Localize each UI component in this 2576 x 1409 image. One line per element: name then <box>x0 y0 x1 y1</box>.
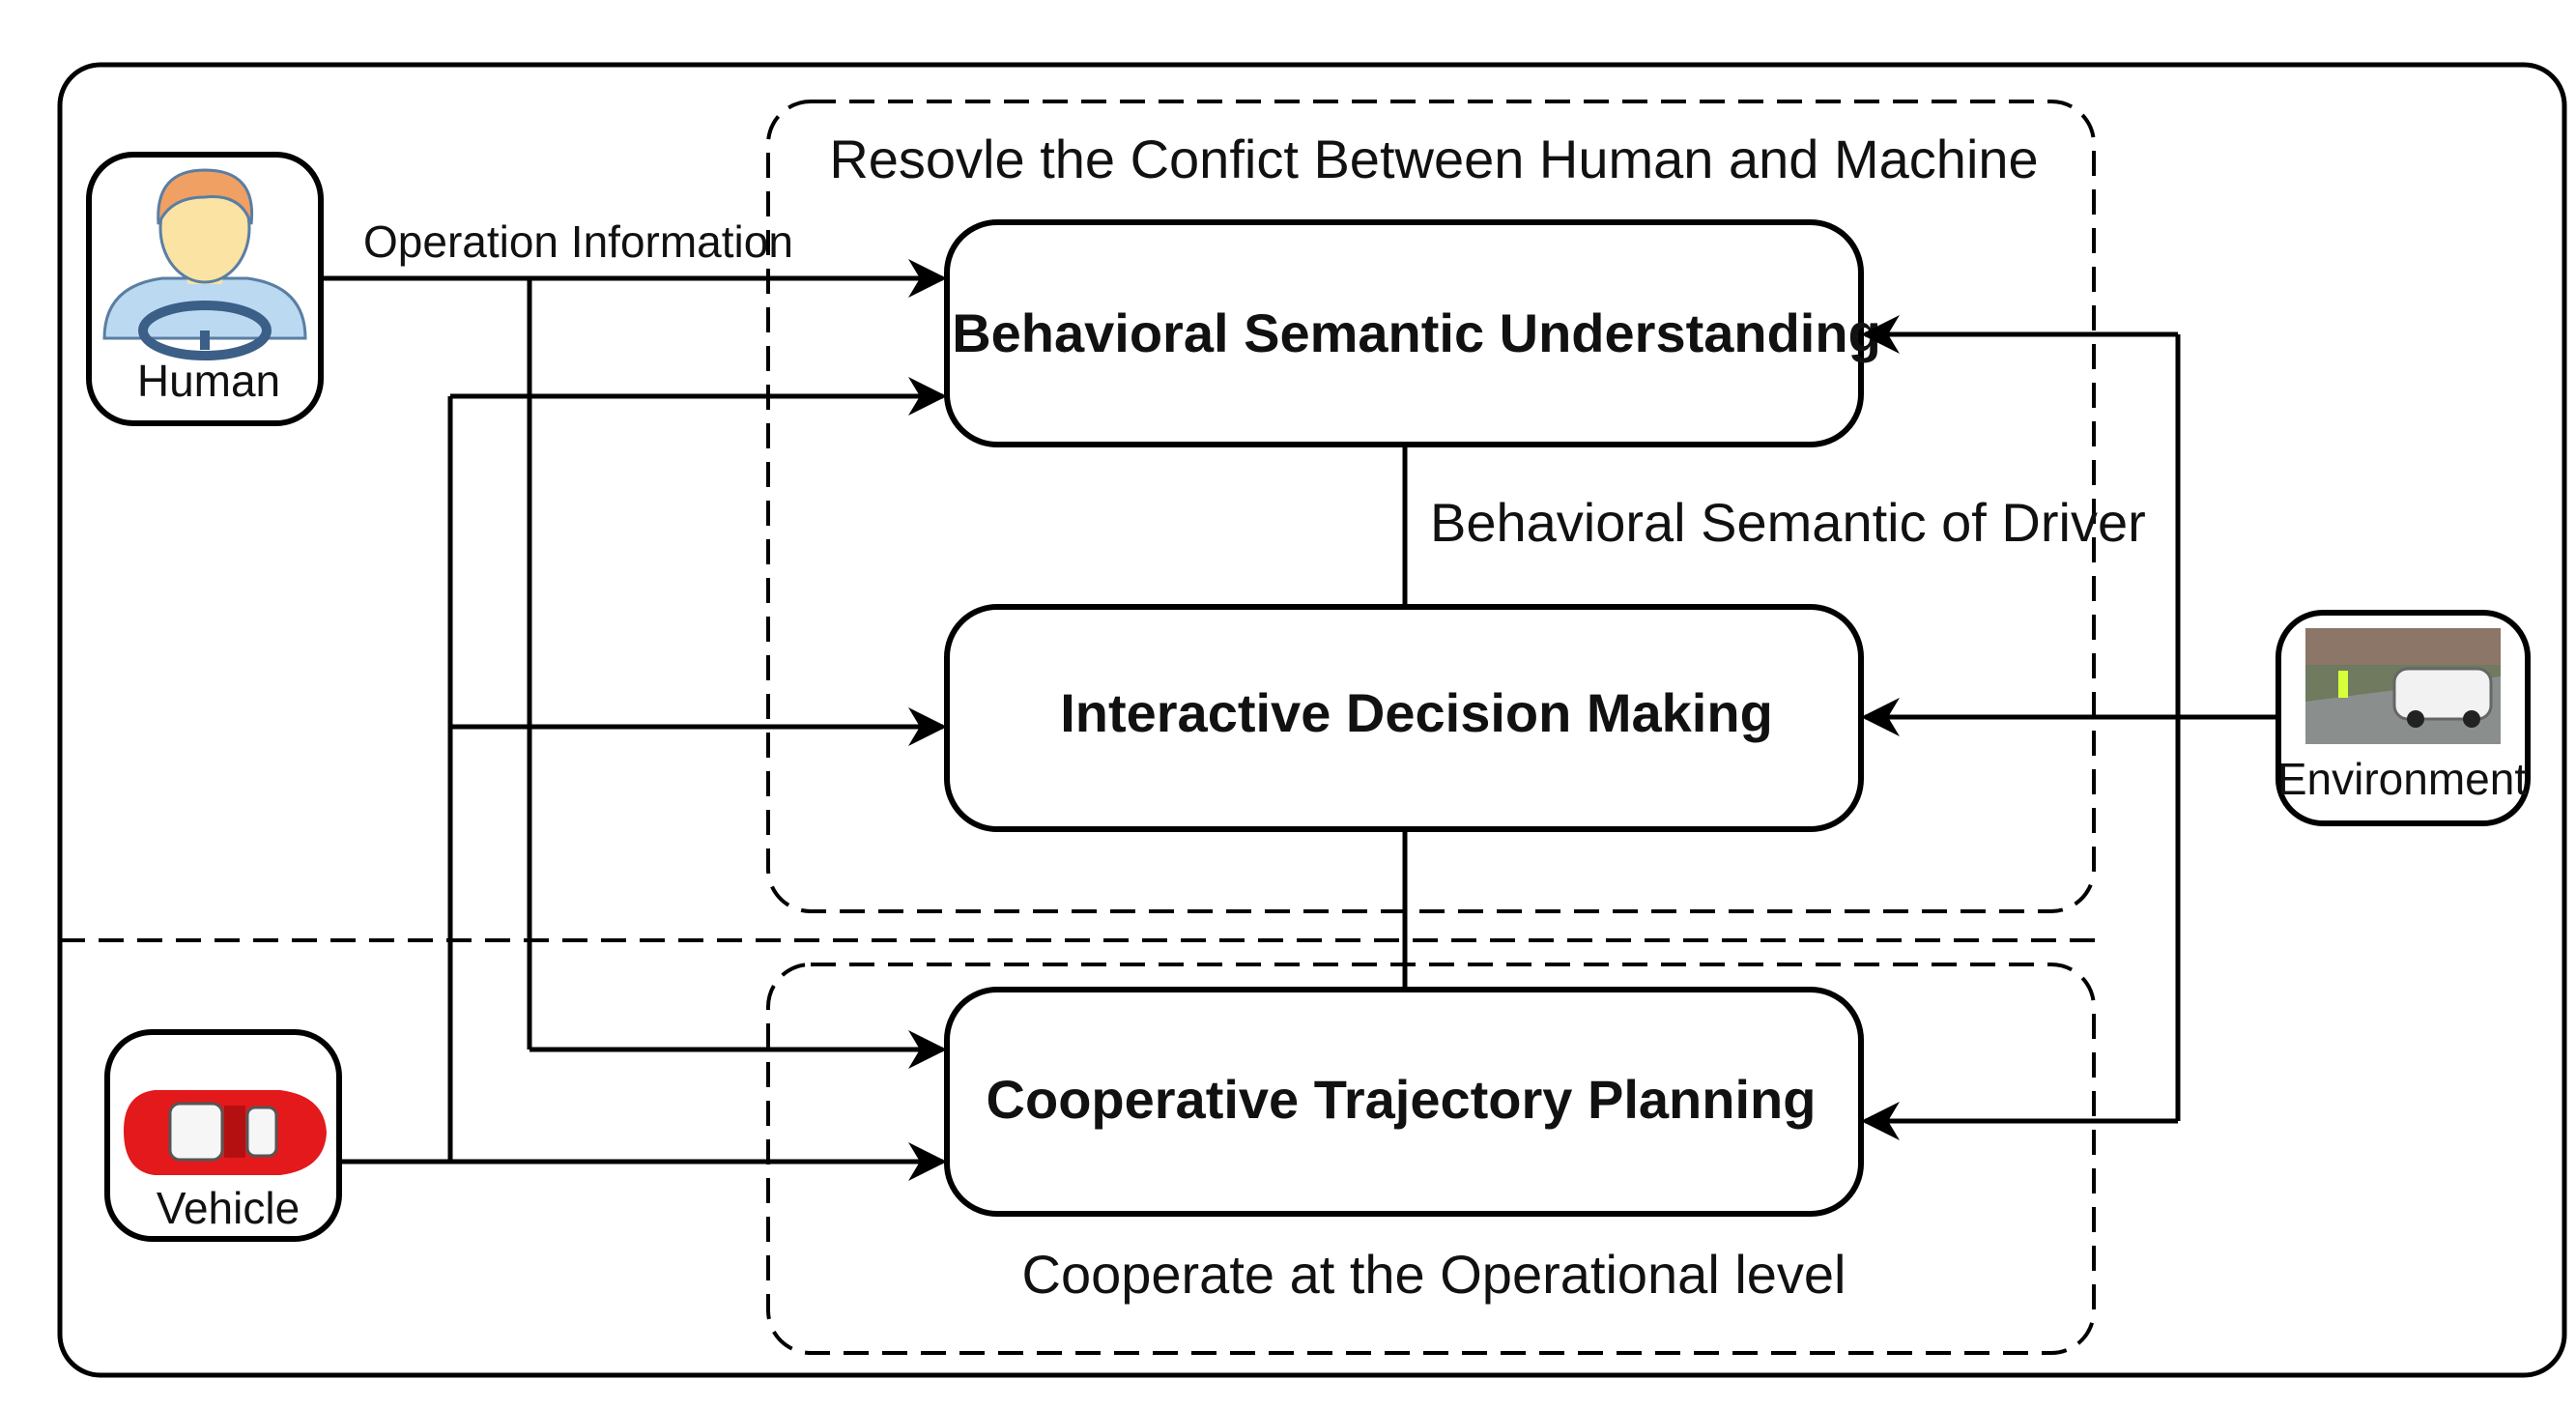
outer-frame <box>57 62 2567 1378</box>
operational-region-title: Cooperate at the Operational level <box>1022 1244 1846 1305</box>
operational-region <box>766 963 2096 1355</box>
conflict-region-title: Resovle the Confict Between Human and Ma… <box>829 129 2038 189</box>
road-scene-photo <box>2305 628 2501 744</box>
semantic-understanding-label: Behavioral Semantic Understanding <box>952 302 1881 363</box>
vehicle-node: Vehicle <box>104 1029 342 1242</box>
driver-semantic-label: Behavioral Semantic of Driver <box>1430 492 2146 553</box>
red-car-icon <box>124 1090 327 1175</box>
conflict-region <box>766 100 2096 913</box>
trajectory-planning-label: Cooperative Trajectory Planning <box>987 1069 1817 1130</box>
operation-information-label: Operation Information <box>363 216 793 267</box>
vehicle-label: Vehicle <box>157 1183 300 1233</box>
human-label: Human <box>137 356 280 406</box>
driver-avatar-icon <box>102 168 307 360</box>
decision-making-label: Interactive Decision Making <box>1060 682 1773 743</box>
environment-label: Environment <box>2277 754 2527 804</box>
environment-node: Environment <box>2275 610 2531 826</box>
human-node: Human <box>86 152 324 426</box>
